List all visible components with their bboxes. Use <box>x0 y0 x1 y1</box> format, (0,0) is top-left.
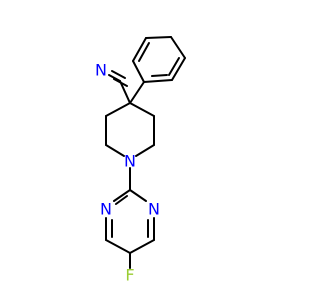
nitrile-group <box>108 70 131 104</box>
bond <box>168 57 180 76</box>
bond <box>135 144 155 157</box>
bond <box>170 36 186 59</box>
bond <box>108 74 121 82</box>
piperidine-nitrogen-label: N <box>124 152 136 171</box>
structure-canvas: N N N N F <box>0 0 300 300</box>
pyrimidine-ring <box>105 189 155 254</box>
pyrimidine-nitrogen-left-label: N <box>100 200 112 219</box>
molecule-drawing: N N N N F <box>0 0 300 300</box>
bond <box>119 80 131 104</box>
bond <box>151 74 168 77</box>
bond <box>171 57 186 81</box>
bond <box>111 70 126 79</box>
piperidine-ring <box>105 102 155 157</box>
bond <box>105 102 131 117</box>
bond <box>132 37 147 62</box>
bond <box>129 102 155 117</box>
bond <box>138 42 150 62</box>
pyrimidine-nitrogen-right-label: N <box>148 200 160 219</box>
bond <box>105 239 131 254</box>
bond <box>143 79 173 83</box>
bond <box>105 144 125 157</box>
bond <box>129 81 145 104</box>
nitrile-nitrogen-label: N <box>95 61 107 80</box>
phenyl-ring <box>129 36 186 104</box>
bond <box>113 189 131 202</box>
bond <box>132 60 145 83</box>
bond <box>129 189 147 202</box>
bond <box>129 239 155 254</box>
bond <box>115 195 128 205</box>
bond <box>113 78 128 87</box>
bond <box>145 36 172 39</box>
fluorine-label: F <box>125 266 134 285</box>
canvas-background <box>0 0 300 300</box>
